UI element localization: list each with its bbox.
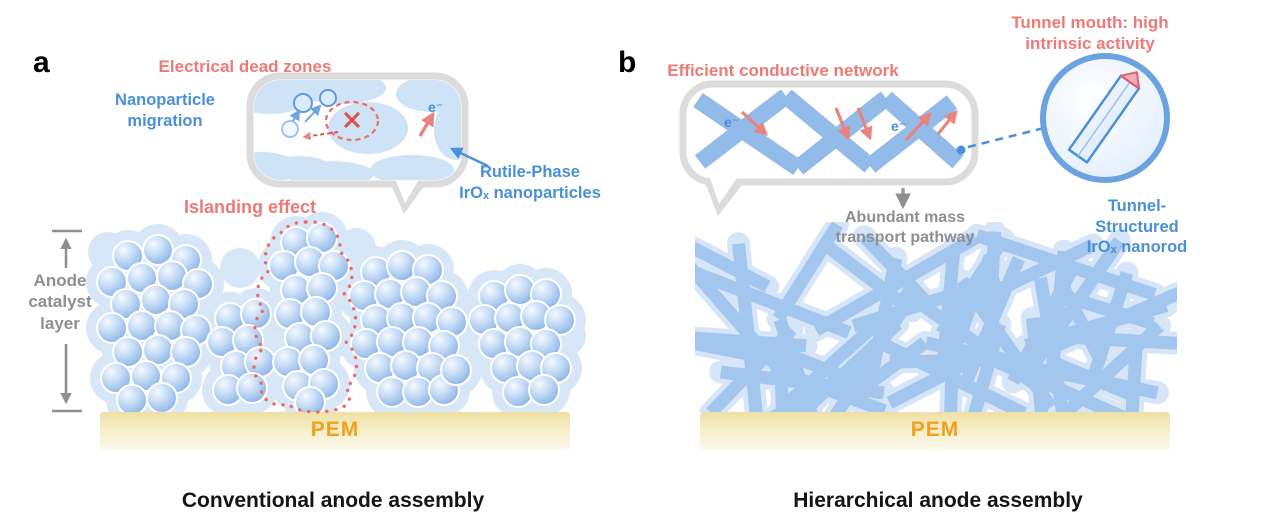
dead-zone-clouds <box>254 80 461 180</box>
electrical-dead-zones-label: Electrical dead zones <box>158 57 332 76</box>
pem-layer-b <box>700 412 1170 450</box>
electron-flow-arrows <box>740 107 958 142</box>
pem-label-b: PEM <box>910 418 960 441</box>
rutile-phase-label: Rutile-Phase IrOₓ nanoparticles <box>459 163 601 202</box>
electron-arrow-a <box>418 111 435 137</box>
nanorod-inset <box>1040 53 1170 183</box>
anode-catalyst-layer-label: Anode catalyst layer <box>28 271 92 333</box>
nanorod-network <box>695 222 1177 412</box>
tunnel-structured-label: Tunnel-Structured IrOₓ nanorod <box>1086 197 1188 257</box>
inset-connector <box>956 126 1045 155</box>
anode-layer-bracket <box>52 229 82 413</box>
migrating-nanoparticles <box>281 89 337 138</box>
bubble-a-content <box>254 80 461 180</box>
electron-label-b2: e⁻ <box>891 118 907 134</box>
electron-label-b1: e⁻ <box>724 114 740 130</box>
nanoparticle-migration-label: Nanoparticle migration <box>115 91 215 130</box>
bubble-b-content <box>693 90 964 176</box>
rutile-pointer-arrow <box>449 147 489 168</box>
panel-a-label: a <box>33 46 50 79</box>
tunnel-mouth-label: Tunnel mouth: high intrinsic activity <box>1011 13 1169 54</box>
efficient-conductive-network-label: Efficient conductive network <box>667 61 899 80</box>
tunnel-mouth-face <box>1120 71 1140 90</box>
nanoparticle-clusters <box>96 222 576 418</box>
electron-label-a: e⁻ <box>428 99 444 115</box>
caption-a: Conventional anode assembly <box>181 489 485 512</box>
pem-label-a: PEM <box>310 418 360 441</box>
dead-zone-marker <box>302 100 380 142</box>
nanorod-facet-line <box>1077 81 1131 157</box>
speech-bubble-a <box>246 72 469 214</box>
pem-layer-a <box>100 412 570 450</box>
caption-b: Hierarchical anode assembly <box>793 489 1083 512</box>
nanorods <box>695 222 1177 412</box>
panel-b-label: b <box>618 46 637 79</box>
speech-bubble-b <box>679 80 979 216</box>
islanding-effect-label: Islanding effect <box>183 197 317 217</box>
abundant-mass-label: Abundant mass transport pathway <box>835 209 975 246</box>
islanding-dotted-outline <box>252 220 359 414</box>
